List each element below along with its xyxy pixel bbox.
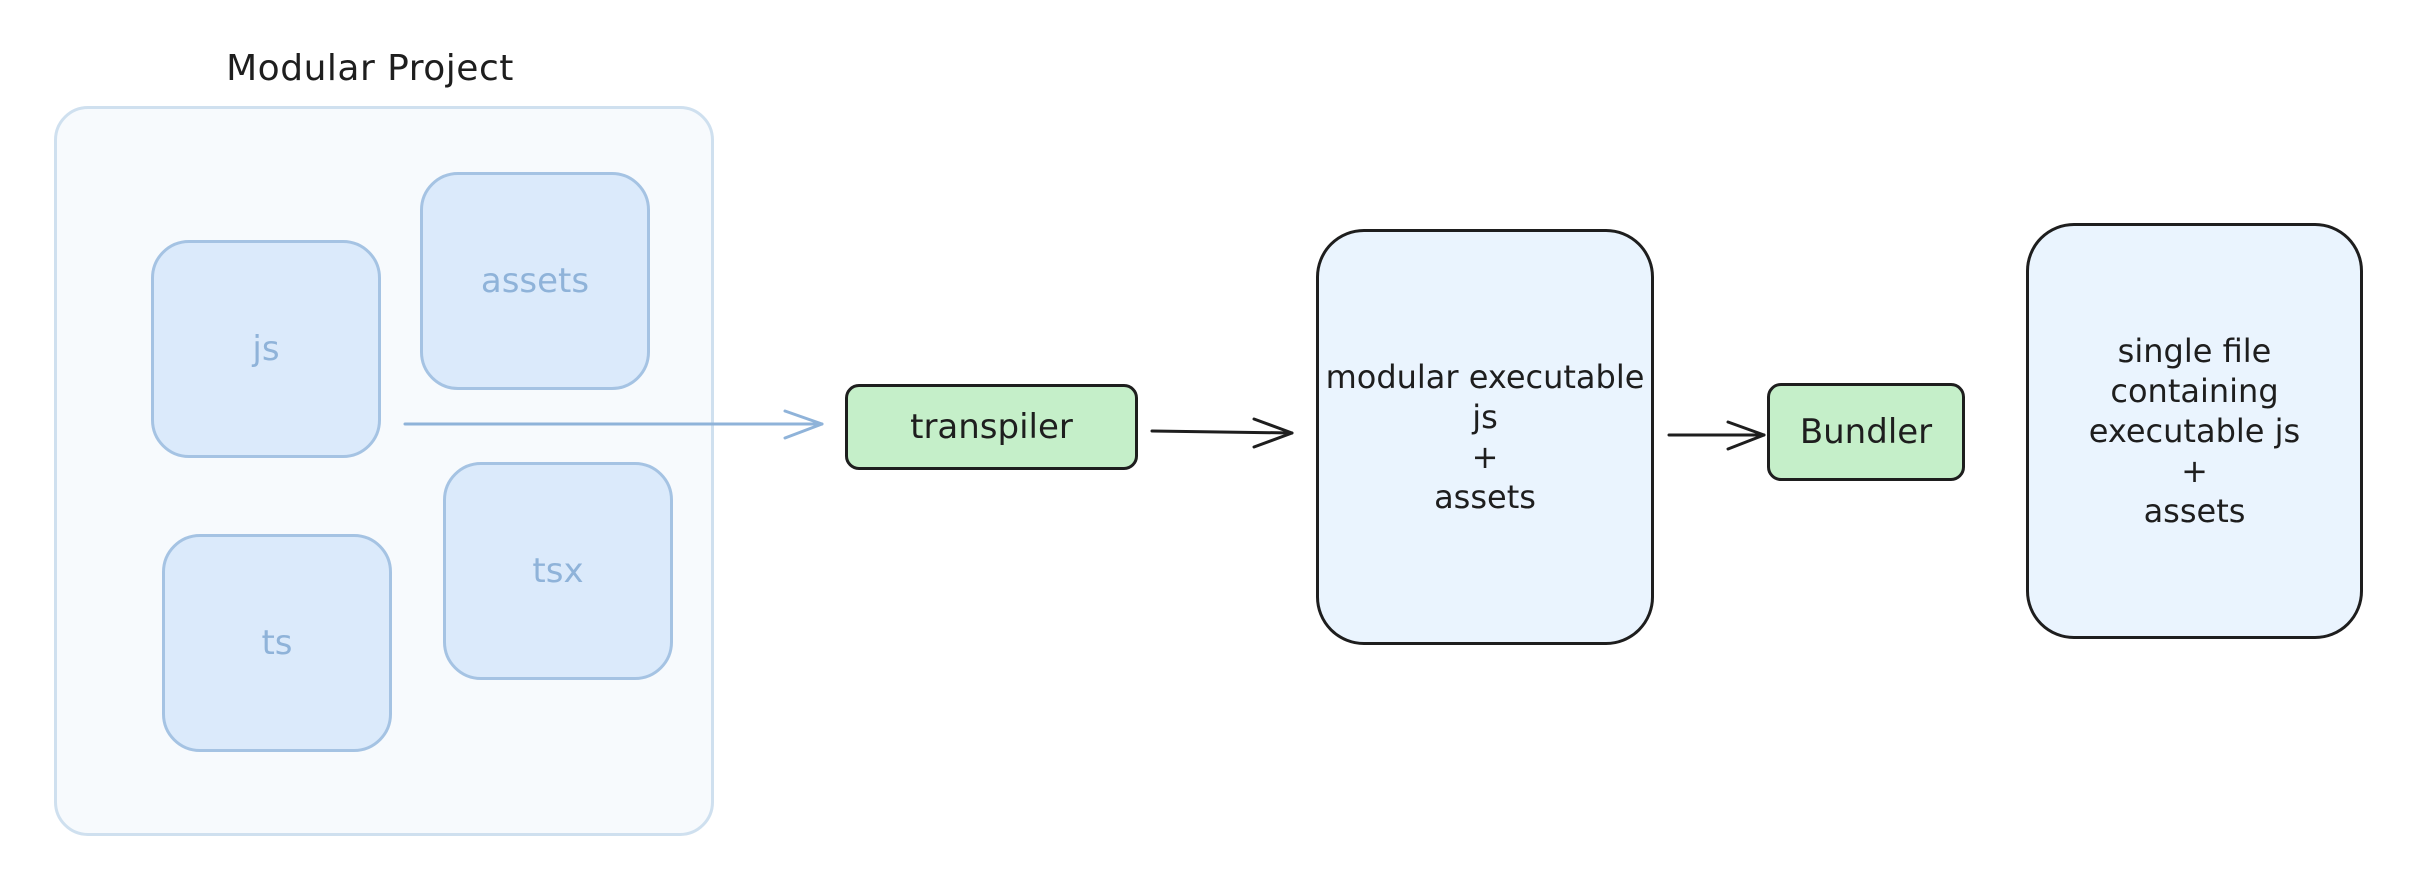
single-output-line: assets (2143, 492, 2246, 530)
modular-output-line: modular executable (1325, 358, 1645, 396)
single-output-line: single file (2117, 332, 2272, 370)
modular-output-node[interactable]: modular executable js + assets (1316, 229, 1654, 645)
modular-output-line: js (1472, 398, 1498, 436)
module-tsx-label: tsx (532, 551, 584, 591)
single-output-line: executable js (2088, 412, 2301, 450)
arrow-group-to-transpiler[interactable] (403, 409, 824, 440)
modular-output-line: assets (1434, 478, 1536, 516)
transpiler-node[interactable]: transpiler (845, 384, 1138, 470)
arrow-modular-output-to-bundler[interactable] (1667, 420, 1766, 451)
modular-output-line: + (1471, 438, 1499, 476)
bundler-label: Bundler (1799, 412, 1933, 452)
module-assets-label: assets (480, 261, 590, 301)
module-assets[interactable]: assets (420, 172, 650, 390)
transpiler-label: transpiler (910, 407, 1073, 447)
arrow-transpiler-to-modular-output[interactable] (1150, 417, 1294, 449)
single-output-line: containing (2110, 372, 2279, 410)
module-tsx[interactable]: tsx (443, 462, 673, 680)
module-ts-label: ts (261, 623, 293, 663)
module-ts[interactable]: ts (162, 534, 392, 752)
group-title: Modular Project (226, 48, 514, 89)
module-js[interactable]: js (151, 240, 381, 458)
bundler-node[interactable]: Bundler (1767, 383, 1965, 481)
module-js-label: js (252, 329, 280, 369)
single-file-output-node[interactable]: single file containing executable js + a… (2026, 223, 2363, 639)
single-output-line: + (2181, 452, 2208, 490)
